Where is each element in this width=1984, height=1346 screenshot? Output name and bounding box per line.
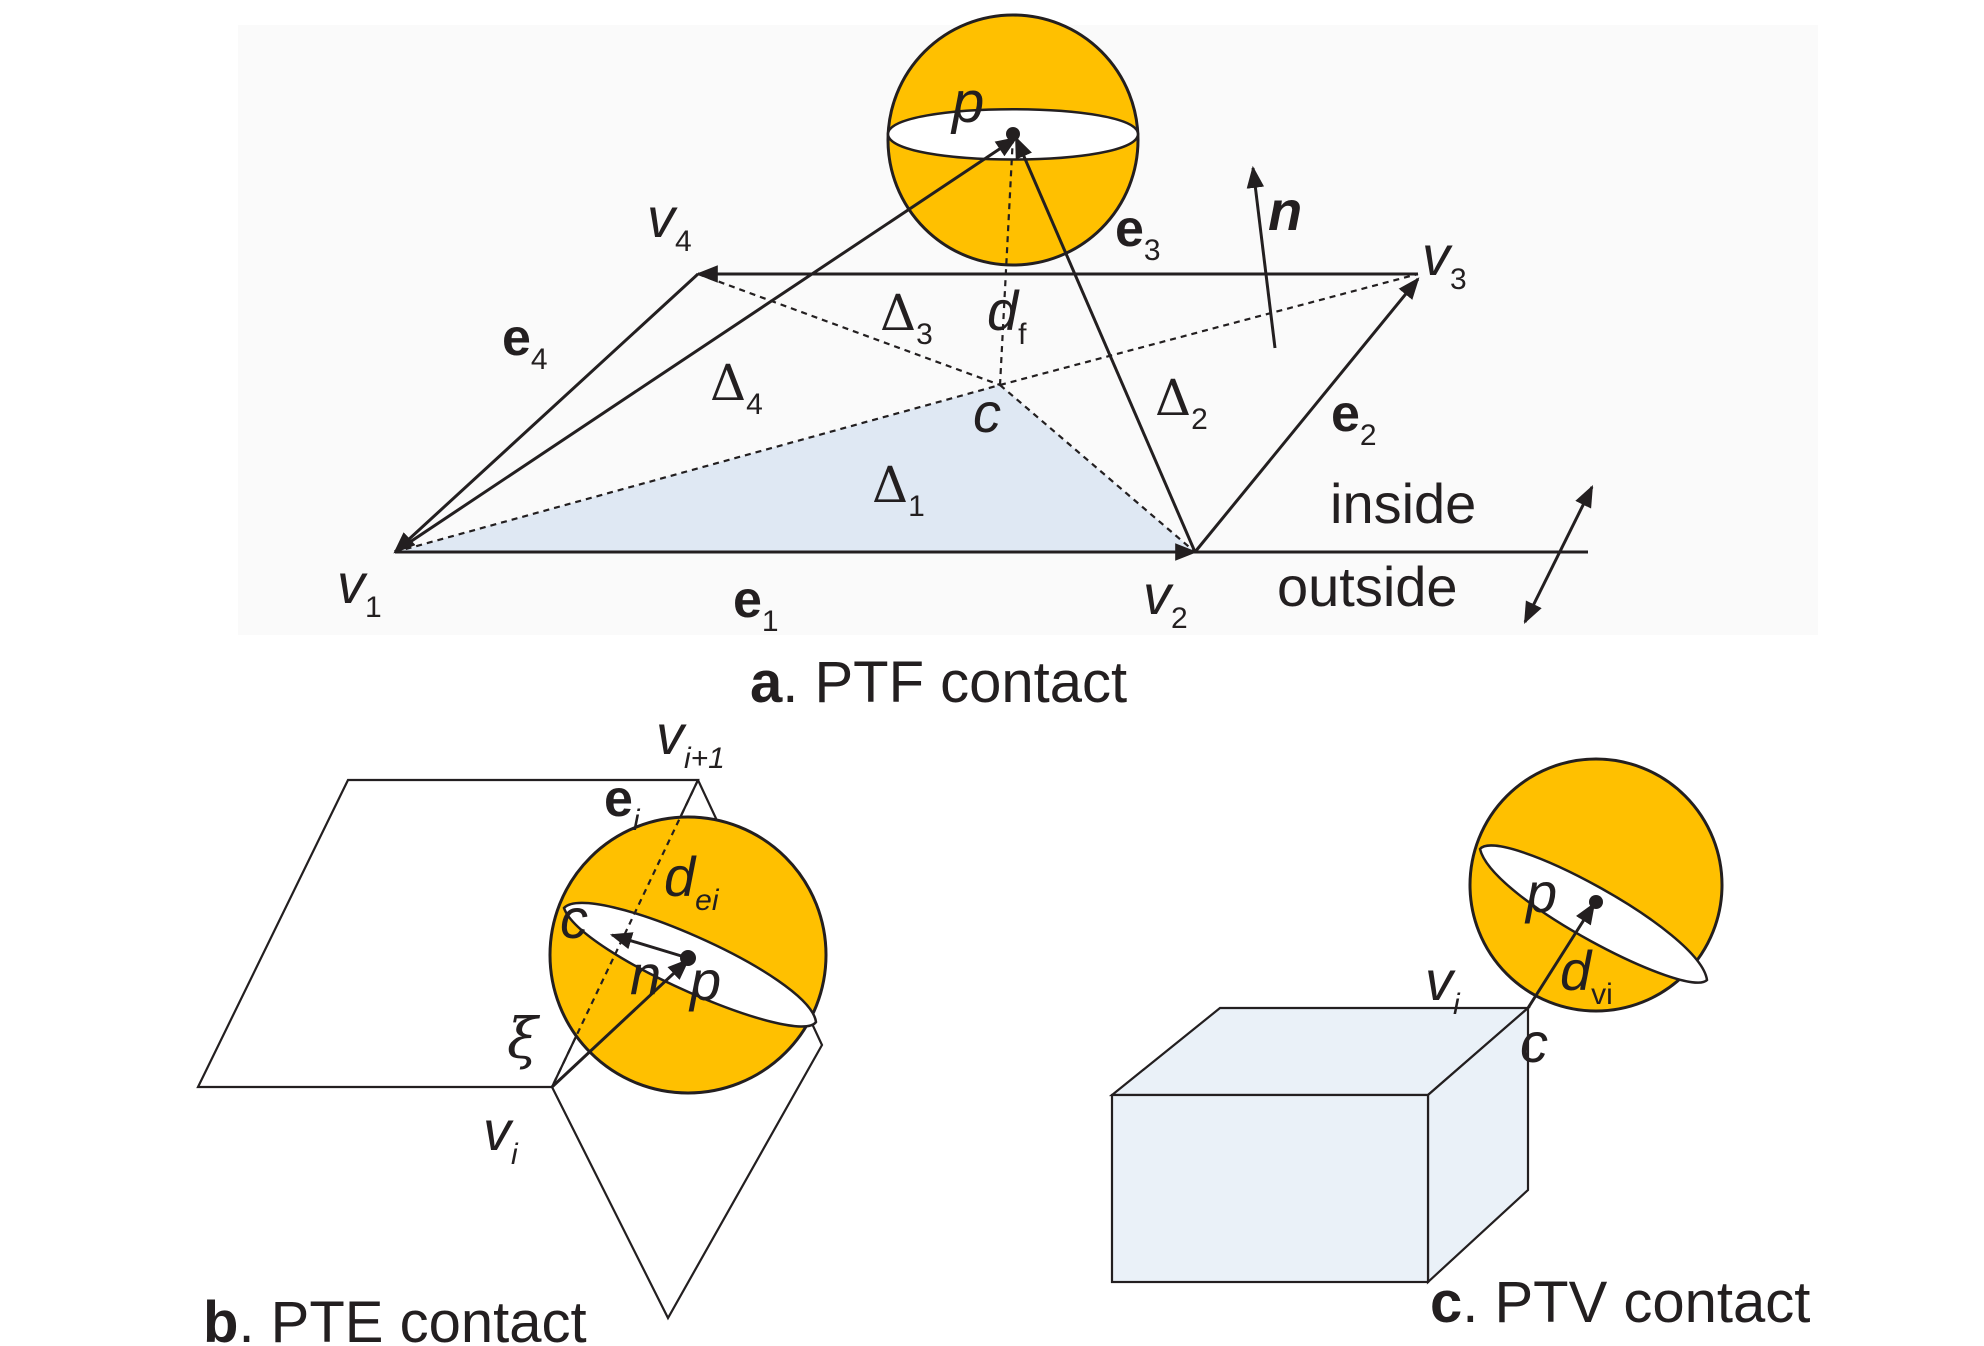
label-e2: e2 bbox=[1331, 385, 1377, 452]
label-p: p bbox=[950, 70, 984, 135]
label-p: p bbox=[688, 949, 721, 1012]
edge-e4 bbox=[393, 272, 700, 554]
vector-v1-p bbox=[394, 136, 1018, 554]
label-inside: inside bbox=[1330, 472, 1476, 535]
label-c: c bbox=[1520, 1011, 1548, 1074]
label-v1: v1 bbox=[337, 552, 382, 624]
vector-v2-p bbox=[1014, 135, 1197, 553]
label-e1: e1 bbox=[733, 571, 779, 638]
label-ei: ei bbox=[604, 770, 641, 837]
label-vi1: vi+1 bbox=[656, 703, 725, 775]
normal-vector-n bbox=[1246, 165, 1277, 349]
vector-vi-p bbox=[1526, 902, 1596, 1009]
inside-outside-arrow bbox=[1523, 485, 1594, 624]
triangle-delta1-shade bbox=[395, 385, 1195, 552]
point-p-dot bbox=[680, 950, 696, 966]
dash-c-v2 bbox=[999, 384, 1196, 553]
label-delta3: Δ3 bbox=[880, 284, 933, 351]
point-p-dot bbox=[1589, 895, 1603, 909]
label-e3: e3 bbox=[1115, 200, 1161, 267]
caption-a: a. PTF contact bbox=[750, 650, 1127, 715]
panel-b-pte: vi+1 ei dei c n p ξ vi b. PTE contact bbox=[170, 703, 860, 1346]
label-n: n bbox=[630, 943, 661, 1006]
label-outside: outside bbox=[1277, 555, 1458, 618]
label-c: c bbox=[973, 381, 1001, 444]
label-e4: e4 bbox=[502, 309, 548, 376]
normal-vector-n bbox=[609, 932, 689, 960]
label-p: p bbox=[1524, 861, 1557, 924]
label-v3: v3 bbox=[1422, 224, 1467, 296]
label-v4: v4 bbox=[647, 186, 692, 258]
label-n: n bbox=[1268, 179, 1302, 242]
edge-e2 bbox=[1193, 277, 1420, 553]
label-dvi: dvi bbox=[1560, 939, 1613, 1011]
label-df: df bbox=[987, 279, 1027, 351]
caption-b: b. PTE contact bbox=[203, 1290, 587, 1346]
dash-v1-c bbox=[394, 383, 1001, 554]
label-c: c bbox=[560, 887, 588, 950]
label-vi: vi bbox=[1425, 949, 1461, 1021]
label-delta1: Δ1 bbox=[872, 456, 925, 523]
label-delta2: Δ2 bbox=[1155, 369, 1208, 436]
label-xi: ξ bbox=[507, 1007, 541, 1072]
label-delta4: Δ4 bbox=[710, 354, 763, 421]
dash-v4-c bbox=[697, 272, 1001, 387]
vector-vi-p bbox=[550, 958, 690, 1089]
label-vi: vi bbox=[483, 1099, 519, 1171]
label-dei: dei bbox=[664, 845, 720, 917]
panel-a-ptf: p v4 v3 v1 v2 e4 e3 e2 e1 n df c Δ3 Δ4 Δ… bbox=[238, 13, 1818, 715]
point-p-dot bbox=[1006, 127, 1020, 141]
panel-c-ptv: p dvi vi c c. PTV contact bbox=[1108, 757, 1810, 1335]
distance-df bbox=[998, 135, 1015, 386]
label-v2: v2 bbox=[1143, 563, 1188, 635]
caption-c: c. PTV contact bbox=[1430, 1270, 1810, 1335]
box-front bbox=[1110, 1093, 1430, 1284]
